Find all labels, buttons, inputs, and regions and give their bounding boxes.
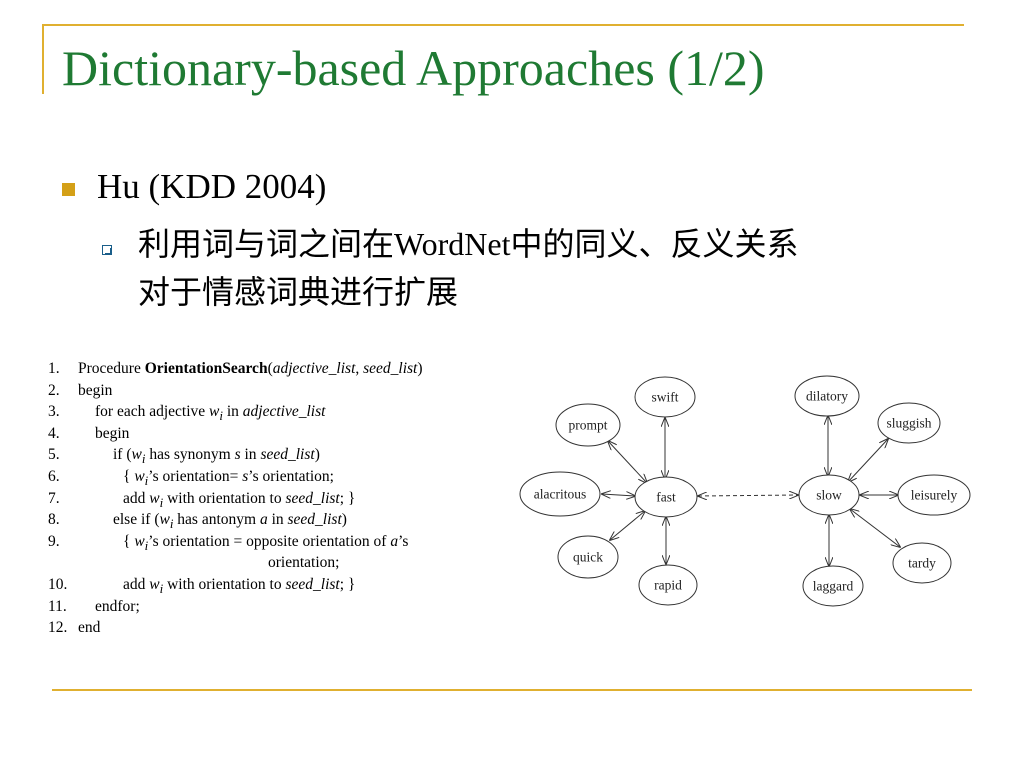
bullet2-line2: 对于情感词典进行扩展 (138, 274, 459, 310)
node-prompt (555, 403, 621, 447)
slide-title: Dictionary-based Approaches (1/2) (62, 40, 765, 96)
algorithm-code: begin (78, 381, 113, 399)
edge-fast-alacritous (602, 494, 635, 496)
edge-slow-sluggish (848, 439, 888, 482)
edge-fast-quick (610, 511, 645, 540)
frame-top-line (42, 24, 964, 26)
frame-left-line (42, 24, 44, 94)
node-fast (634, 476, 698, 518)
label-leisurely: leisurely (911, 488, 958, 503)
label-laggard: laggard (813, 579, 854, 594)
line-number: 3. (48, 403, 60, 421)
node-leisurely (897, 474, 971, 516)
line-number: 1. (48, 360, 60, 377)
edge-slow-tardy (850, 509, 900, 547)
label-slow: slow (816, 488, 842, 503)
algorithm-code: Procedure OrientationSearch(adjective_li… (78, 360, 423, 377)
label-prompt: prompt (569, 418, 608, 433)
bullet-hollow-square-icon (102, 245, 112, 255)
algorithm-code: else if (wi has antonym a in seed_list) (113, 511, 347, 532)
label-alacritous: alacritous (534, 487, 586, 502)
frame-bottom-line (52, 689, 972, 691)
line-number: 9. (48, 532, 60, 550)
line-number: 8. (48, 511, 60, 529)
line-number: 10. (48, 575, 68, 593)
label-sluggish: sluggish (886, 416, 931, 431)
edge-fast-slow (698, 495, 798, 496)
label-fast: fast (656, 490, 676, 505)
node-quick (557, 535, 619, 579)
node-sluggish (877, 402, 941, 444)
node-rapid (638, 564, 698, 606)
algorithm-code: { wi’s orientation = opposite orientatio… (123, 532, 409, 553)
algorithm-code: orientation; (268, 554, 340, 572)
wordnet-graph: fast swift prompt alacritous quick rapid… (519, 375, 971, 607)
label-swift: swift (652, 390, 679, 405)
bullet-level1: Hu (KDD 2004) (62, 167, 327, 207)
node-dilatory (794, 375, 860, 417)
label-dilatory: dilatory (806, 389, 848, 404)
algorithm-code: add wi with orientation to seed_list; } (123, 575, 356, 597)
algorithm-code: for each adjective wi in adjective_list (95, 403, 326, 424)
algorithm-code: begin (95, 424, 130, 442)
bullet1-text: Hu (KDD 2004) (97, 167, 327, 206)
line-number: 11. (48, 597, 67, 615)
label-tardy: tardy (908, 556, 936, 571)
bullet2-line1: 利用词与词之间在WordNet中的同义、反义关系 (138, 226, 799, 262)
line-number: 7. (48, 489, 60, 507)
line-number: 5. (48, 446, 60, 464)
node-swift (634, 376, 696, 418)
algorithm-code: { wi’s orientation= s’s orientation; (123, 467, 334, 489)
line-number: 6. (48, 467, 60, 485)
bullet-square-icon (62, 182, 75, 196)
node-slow (798, 474, 860, 516)
line-number: 2. (48, 381, 60, 399)
algorithm-code: endfor; (95, 597, 140, 615)
node-tardy (892, 542, 952, 584)
label-rapid: rapid (654, 578, 682, 593)
algorithm-code: add wi with orientation to seed_list; } (123, 489, 356, 510)
edge-fast-prompt (608, 441, 647, 483)
node-alacritous (519, 471, 601, 517)
algorithm-code: end (78, 619, 101, 637)
label-quick: quick (573, 550, 603, 565)
node-laggard (802, 565, 864, 607)
line-number: 4. (48, 424, 60, 442)
algorithm-code: if (wi has synonym s in seed_list) (113, 446, 320, 467)
line-number: 12. (48, 619, 68, 637)
